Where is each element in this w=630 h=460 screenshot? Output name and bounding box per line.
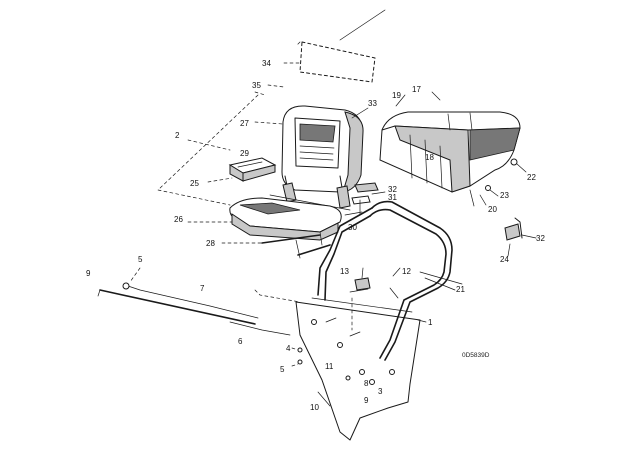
part-35-leader	[254, 84, 285, 96]
callout-34: 34	[262, 59, 271, 68]
part-7-long-rod	[97, 267, 301, 336]
part-26-seat-cushion	[187, 197, 342, 241]
part-2-frame-outline	[157, 94, 259, 206]
callout-23: 23	[500, 191, 509, 200]
callout-29: 29	[240, 149, 249, 158]
drawing-code: 0D5839D	[462, 352, 490, 359]
callout-32-lower: 32	[536, 234, 545, 243]
callout-6: 6	[238, 337, 243, 346]
parts-30-31-32-brackets	[344, 182, 386, 216]
part-1-base-plate	[295, 297, 427, 441]
parts-20-22-23-fasteners	[469, 158, 527, 207]
callout-20: 20	[488, 205, 497, 214]
part-24-bracket	[504, 217, 537, 257]
callout-28: 28	[206, 239, 215, 248]
callout-9-lower: 9	[364, 396, 369, 405]
callout-17: 17	[412, 85, 421, 94]
callout-30: 30	[348, 223, 357, 232]
part-27-seat-back	[254, 105, 369, 193]
callout-22: 22	[527, 173, 536, 182]
part-28-seat-rails	[221, 231, 331, 259]
callout-26: 26	[174, 215, 183, 224]
part-29-armrest-pad	[228, 157, 277, 182]
part-21-tube-frame	[317, 200, 463, 361]
callout-5-left: 5	[138, 255, 143, 264]
callout-12: 12	[402, 267, 411, 276]
callout-4: 4	[286, 344, 291, 353]
part-17-cover-box	[379, 91, 521, 193]
callout-13: 13	[340, 267, 349, 276]
callout-2: 2	[175, 131, 180, 140]
part-25-leader	[207, 177, 233, 183]
callout-10: 10	[310, 403, 319, 412]
callout-35: 35	[252, 81, 261, 90]
callout-3: 3	[378, 387, 383, 396]
parts-4-5-8-11-hardware	[291, 347, 375, 407]
callout-33: 33	[368, 99, 377, 108]
callout-5-lower: 5	[280, 365, 285, 374]
callout-25: 25	[190, 179, 199, 188]
part-34-cover-panel	[283, 9, 386, 83]
callout-19: 19	[392, 91, 401, 100]
callout-21: 21	[456, 285, 465, 294]
seat-hinge-assembly	[269, 175, 351, 211]
callout-31: 31	[388, 193, 397, 202]
callout-11: 11	[325, 362, 334, 371]
callout-18: 18	[425, 153, 434, 162]
callout-32-upper: 32	[388, 185, 397, 194]
callout-27: 27	[240, 119, 249, 128]
callout-9-left: 9	[86, 269, 91, 278]
callout-8: 8	[364, 379, 369, 388]
callout-7: 7	[200, 284, 205, 293]
callout-24: 24	[500, 255, 509, 264]
parts-12-13-hardware	[349, 267, 401, 331]
callout-1: 1	[428, 318, 433, 327]
